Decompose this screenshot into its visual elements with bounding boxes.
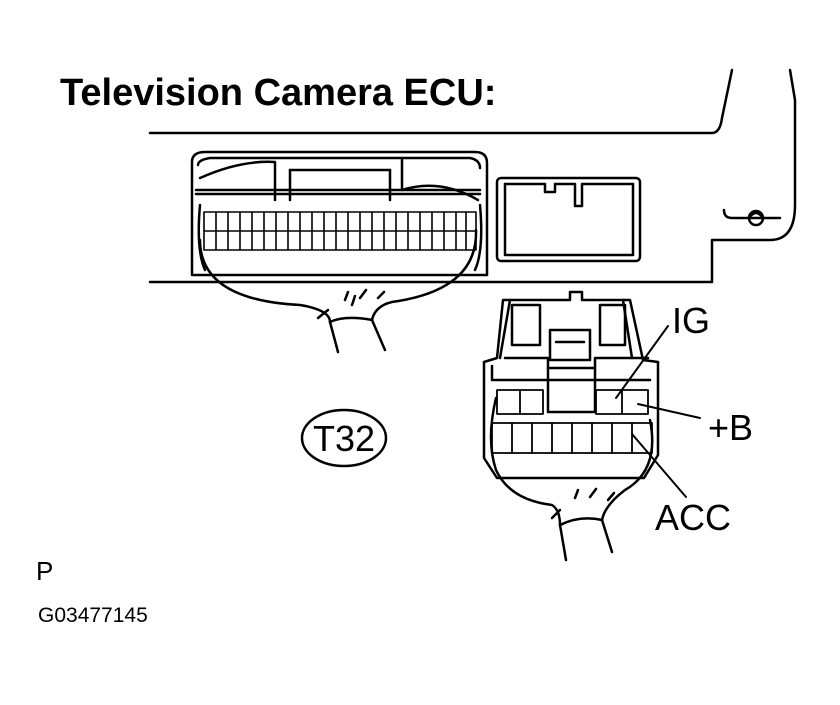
connector-code-label: T32 [313, 418, 375, 459]
ecu-socket-pin-grid [203, 211, 477, 251]
acc-leader-line [631, 433, 687, 498]
ig-leader-line [615, 325, 669, 399]
ecu-housing [148, 68, 797, 284]
connector-code-circle [300, 408, 388, 468]
acc-terminal-label: ACC [655, 497, 731, 538]
diagram-title: Television Camera ECU: [60, 72, 496, 114]
ig-terminal-label: IG [672, 300, 710, 341]
terminal-leader-lines [615, 325, 701, 498]
figure-id: G03477145 [38, 604, 148, 627]
b-plus-terminal-label: +B [708, 407, 753, 448]
mating-connector-cavities [491, 389, 653, 454]
ecu-small-socket [495, 176, 642, 263]
corner-mark: P [36, 556, 53, 586]
mating-connector [482, 290, 660, 480]
mating-wire-harness [489, 396, 654, 562]
b-plus-leader-line [637, 403, 701, 419]
ecu-wire-harness [198, 228, 478, 354]
ecu-main-socket [190, 150, 489, 277]
